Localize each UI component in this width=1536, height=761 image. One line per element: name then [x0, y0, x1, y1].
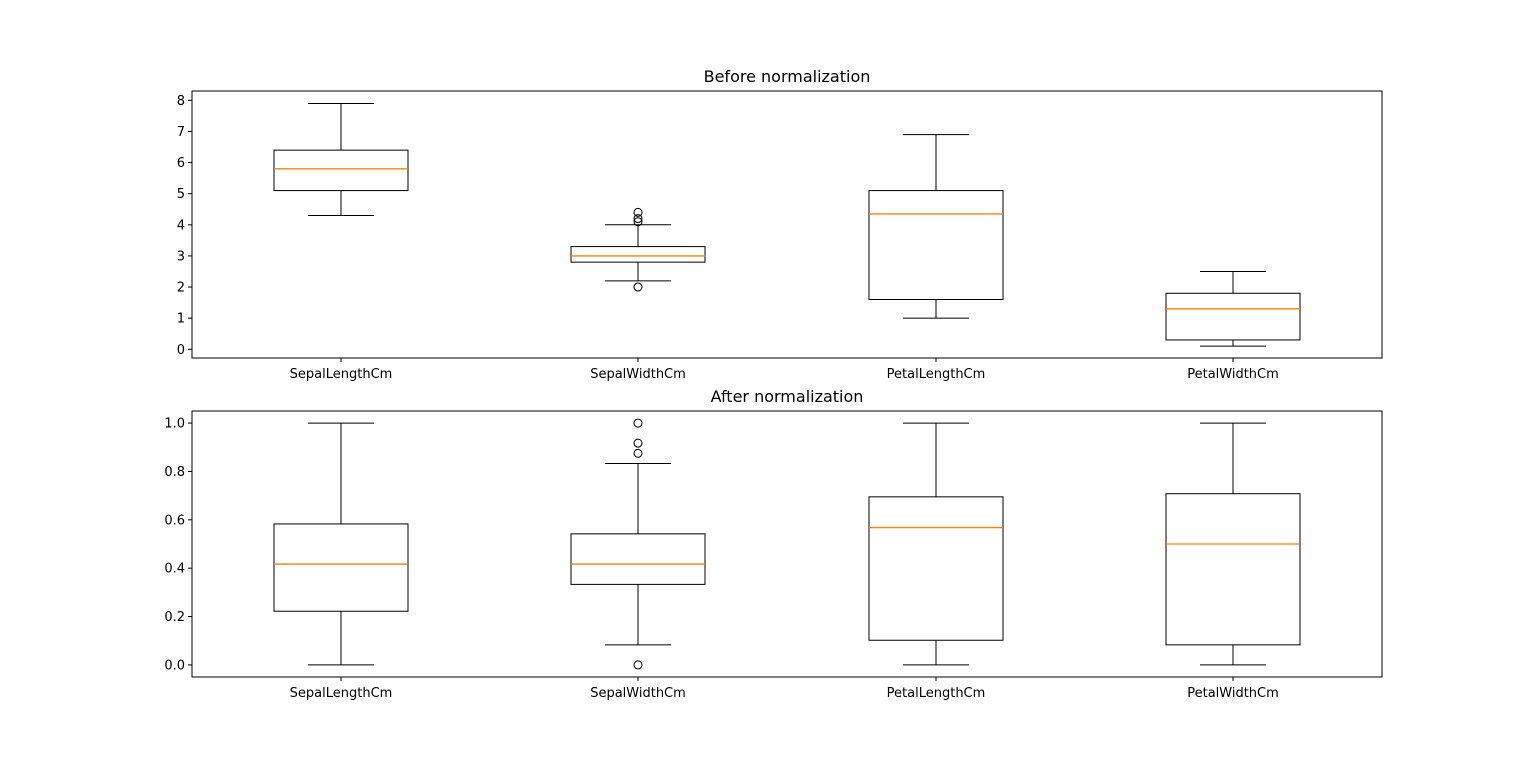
y-tick-label: 6	[177, 156, 185, 171]
box-petalwidthcm	[1165, 493, 1301, 646]
x-tick-label-petalwidthcm: PetalWidthCm	[1187, 686, 1279, 701]
x-tick-label-petallengthcm: PetalLengthCm	[887, 367, 986, 382]
y-tick-label: 8	[177, 94, 185, 109]
y-tick-label: 0	[177, 343, 185, 358]
subplot-before: Before normalization 0 1 2 3 4 5 6 7 8SepalLengt…	[177, 67, 1383, 382]
box-petalwidthcm	[1165, 292, 1301, 341]
outlier-sepalwidthcm	[633, 282, 643, 292]
y-tick-label: 0.6	[164, 513, 185, 528]
y-tick-label: 1	[177, 312, 185, 327]
plot-frame-after	[191, 410, 1383, 678]
box-sepallengthcm	[273, 523, 409, 612]
x-tick-label-sepalwidthcm: SepalWidthCm	[590, 367, 686, 382]
x-tick-label-sepallengthcm: SepalLengthCm	[290, 686, 393, 701]
x-tick-label-petalwidthcm: PetalWidthCm	[1187, 367, 1279, 382]
box-sepalwidthcm	[570, 246, 706, 263]
outlier-sepalwidthcm	[633, 207, 643, 217]
y-tick-label: 2	[177, 281, 185, 296]
y-tick-label: 0.0	[164, 658, 185, 673]
y-tick-label: 1.0	[164, 417, 185, 432]
outlier-sepalwidthcm	[633, 214, 643, 224]
y-tick-label: 3	[177, 249, 185, 264]
y-tick-label: 4	[177, 218, 185, 233]
outlier-sepalwidthcm	[633, 660, 643, 670]
outlier-sepalwidthcm	[633, 448, 643, 458]
y-tick-label: 5	[177, 187, 185, 202]
box-sepalwidthcm	[570, 533, 706, 585]
outlier-sepalwidthcm	[633, 438, 643, 448]
box-petallengthcm	[868, 190, 1004, 300]
x-tick-label-sepallengthcm: SepalLengthCm	[290, 367, 393, 382]
x-tick-label-sepalwidthcm: SepalWidthCm	[590, 686, 686, 701]
y-tick-label: 7	[177, 125, 185, 140]
subplot-after: After normalization 0.0 0.2 0.4 0.6 0.8 1.0Se…	[164, 387, 1383, 701]
outlier-sepalwidthcm	[633, 418, 643, 428]
y-tick-label: 0.2	[164, 610, 185, 625]
box-petallengthcm	[868, 496, 1004, 641]
y-tick-label: 0.4	[164, 562, 185, 577]
x-tick-label-petallengthcm: PetalLengthCm	[887, 686, 986, 701]
chart-title-before: Before normalization	[704, 67, 871, 86]
box-sepallengthcm	[273, 149, 409, 192]
y-tick-label: 0.8	[164, 465, 185, 480]
chart-title-after: After normalization	[711, 387, 864, 406]
outlier-sepalwidthcm	[633, 217, 643, 227]
